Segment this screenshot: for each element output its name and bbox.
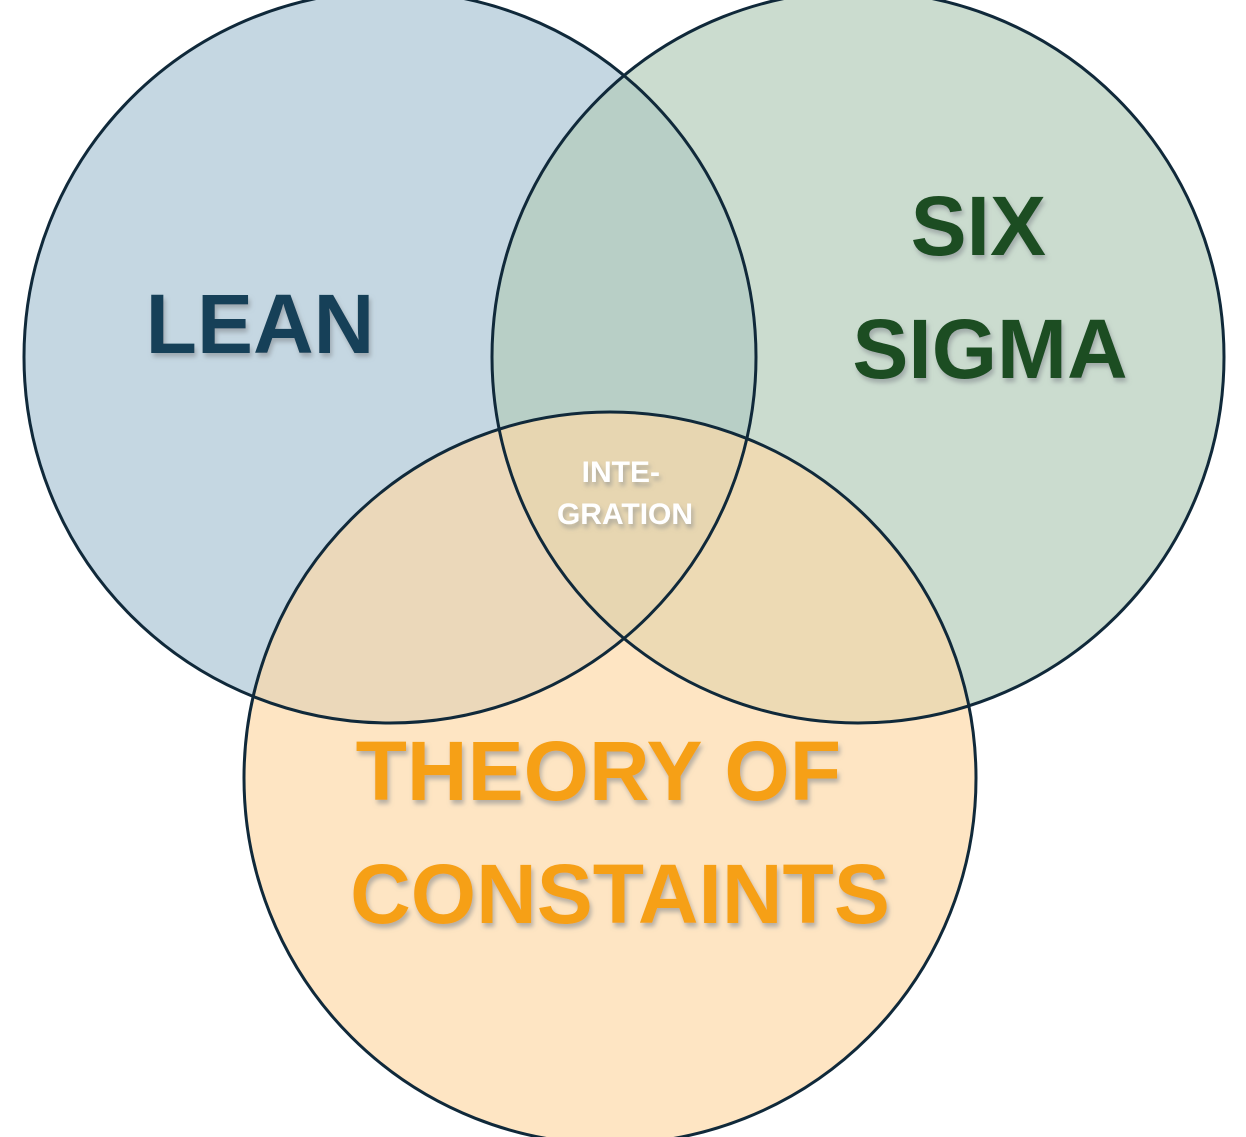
theory-of-constraints-label-line-1: THEORY OF [356,724,841,818]
theory-of-constraints-label: THEORY OF CONSTAINTS [350,724,890,941]
six-sigma-label: SIX SIGMA [852,179,1127,396]
theory-of-constraints-circle-outline [242,410,978,1137]
lean-label: LEAN [146,277,375,371]
circle-outlines [22,0,1226,1137]
integration-label-line-1: INTE- [582,456,660,489]
integration-label-line-2: GRATION [557,498,693,531]
six-sigma-label-line-2: SIGMA [852,302,1127,396]
six-sigma-label-line-1: SIX [911,179,1046,273]
six-sigma-circle-outline [490,0,1226,725]
lean-circle-outline [22,0,758,725]
theory-of-constraints-circle [244,412,976,1137]
circle-fills [24,0,1224,1137]
theory-of-constraints-label-line-2: CONSTAINTS [350,847,890,941]
integration-label: INTE- GRATION [557,456,693,531]
lean-label-line-1: LEAN [146,277,375,371]
